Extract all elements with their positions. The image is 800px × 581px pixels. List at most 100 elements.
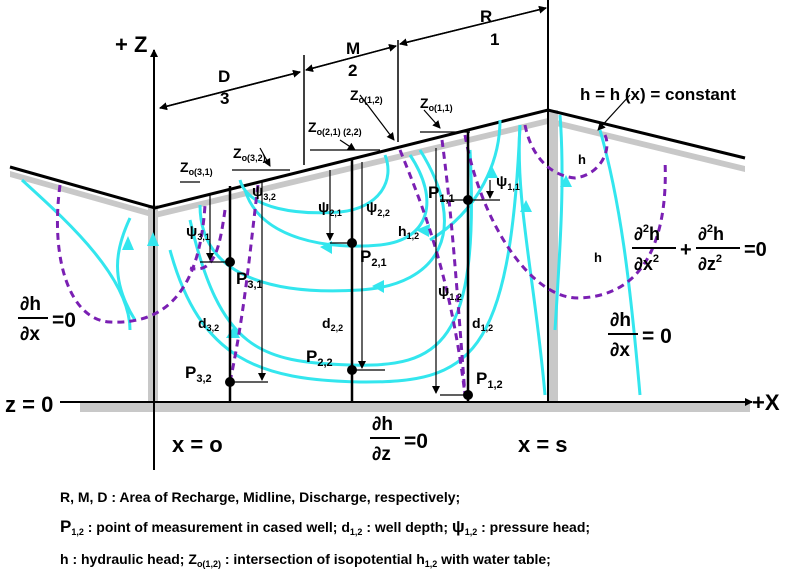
point-p22 [347, 365, 357, 375]
svg-text:∂z: ∂z [372, 444, 391, 465]
head-labels: h1,2 h h [398, 152, 602, 265]
p12-label: P1,2 [476, 369, 503, 391]
zone-d-number: 3 [220, 89, 229, 108]
isopotential-line [440, 139, 467, 396]
point-p21 [347, 238, 357, 248]
legend-z-sub: o(1,2) [196, 559, 221, 569]
legend-text: : intersection of isopotential [220, 551, 417, 567]
flow-arrow [372, 280, 384, 293]
equation-left: ∂h ∂x =0 [18, 294, 76, 345]
legend-text: : well depth; [362, 519, 452, 535]
legend-text: : pressure head; [477, 519, 591, 535]
legend-psi-sub: 1,2 [464, 527, 478, 537]
legend-line-1: R, M, D : Area of Recharge, Midline, Dis… [60, 488, 790, 506]
legend-h2: h [416, 551, 425, 567]
flow-line [168, 124, 522, 384]
p21-label: P2,1 [360, 247, 387, 269]
zone-d-letter: D [218, 67, 230, 86]
legend-text: with water table; [437, 551, 551, 567]
h-label-a: h [578, 152, 586, 167]
d22-label: d2,2 [322, 315, 343, 333]
isopotential-lines [56, 124, 667, 396]
p31-label: P3,1 [236, 269, 263, 291]
flow-line [598, 129, 642, 396]
axes [60, 0, 753, 470]
point-labels: P1,1 P2,1 P3,1 P3,2 P2,2 P1,2 [185, 183, 503, 391]
p22-label: P2,2 [306, 347, 333, 369]
axis-labels: + Z +X z = 0 x = o x = s h = h (x) = con… [5, 32, 780, 457]
zo-31-label: Zo(3,1) [180, 159, 213, 177]
svg-text:= 0: = 0 [642, 325, 672, 348]
svg-text:∂x2: ∂x2 [634, 253, 659, 274]
flow-line [553, 114, 564, 331]
equation-laplace: ∂2h ∂x2 + ∂2h ∂z2 =0 [632, 223, 767, 274]
zo-21-22-label: Zo(2,1) (2,2) [308, 119, 362, 137]
svg-text:=0: =0 [404, 430, 428, 453]
d12-label: d1,2 [472, 315, 493, 333]
z-zero-label: z = 0 [5, 392, 53, 417]
legend-h: h [60, 551, 69, 567]
point-p11 [463, 195, 473, 205]
flow-arrow [320, 241, 332, 254]
x-origin-label: x = o [172, 432, 223, 457]
zo-11-label: Zo(1,1) [420, 95, 453, 113]
isopotential-line [523, 124, 609, 180]
flow-lines [20, 114, 642, 396]
svg-text:∂x: ∂x [610, 340, 630, 361]
flow-line [243, 154, 429, 248]
measurement-lines [180, 94, 631, 396]
psi-22-label: ψ2,2 [366, 199, 390, 218]
svg-text:+: + [680, 239, 692, 261]
measurement-points [225, 195, 473, 400]
flow-arrow [416, 224, 430, 237]
legend-p-sub: 1,2 [71, 527, 84, 537]
flow-arrows [122, 166, 572, 338]
p11-label: P1,1 [428, 183, 455, 205]
psi-31-label: ψ3,1 [186, 223, 210, 242]
legend-keys: R, M, D [60, 489, 108, 505]
wells [228, 132, 470, 402]
legend-d: d [341, 519, 350, 535]
d32-label: d3,2 [198, 315, 219, 333]
psi-11-label: ψ1,1 [496, 173, 520, 192]
legend-text: : hydraulic head; [68, 551, 189, 567]
zone-r-number: 1 [490, 30, 499, 49]
flow-arrow [147, 232, 159, 246]
z-axis-label: + Z [115, 32, 147, 57]
svg-text:=0: =0 [52, 309, 76, 332]
psi-labels: ψ1,1 ψ2,1 ψ2,2 ψ3,1 ψ3,2 ψ1,2 [186, 173, 520, 302]
legend-line-3: h : hydraulic head; Zo(1,2) : intersecti… [60, 550, 790, 573]
svg-text:∂h: ∂h [610, 310, 631, 331]
flow-arrow [520, 200, 532, 212]
psi-32-label: ψ3,2 [252, 183, 276, 202]
flow-line [517, 124, 547, 396]
svg-text:∂z2: ∂z2 [698, 253, 722, 274]
depth-labels: d3,2 d2,2 d1,2 [198, 315, 493, 333]
flow-line [188, 149, 473, 367]
flow-arrow [560, 175, 572, 187]
zone-labels: R 1 M 2 D 3 [218, 7, 499, 108]
svg-text:∂2h: ∂2h [634, 223, 660, 244]
zo-32-label: Zo(3,2) [233, 145, 266, 163]
legend-text: : Area of Recharge, Midline, Discharge, … [107, 489, 461, 505]
zone-m-letter: M [346, 39, 360, 58]
point-p32 [225, 377, 235, 387]
water-table-label: h = h (x) = constant [580, 85, 736, 104]
equation-right: ∂h ∂x = 0 [608, 310, 672, 361]
p32-label: P3,2 [185, 363, 212, 385]
svg-text:∂x: ∂x [20, 324, 40, 345]
legend-line-2: P1,2 : point of measurement in cased wel… [60, 518, 790, 541]
legend-d-sub: 1,2 [349, 527, 363, 537]
h12-label: h1,2 [398, 223, 419, 241]
point-p12 [463, 390, 473, 400]
legend-z: Z [188, 551, 197, 567]
equation-bottom: ∂h ∂z =0 [370, 414, 428, 465]
flow-line [198, 149, 446, 293]
flow-arrow [122, 236, 134, 250]
psi-21-label: ψ2,1 [318, 199, 342, 218]
legend-psi: ψ [451, 517, 465, 536]
water-table-line [9, 108, 746, 210]
svg-text:∂h: ∂h [372, 414, 393, 435]
zone-r-letter: R [480, 7, 492, 26]
